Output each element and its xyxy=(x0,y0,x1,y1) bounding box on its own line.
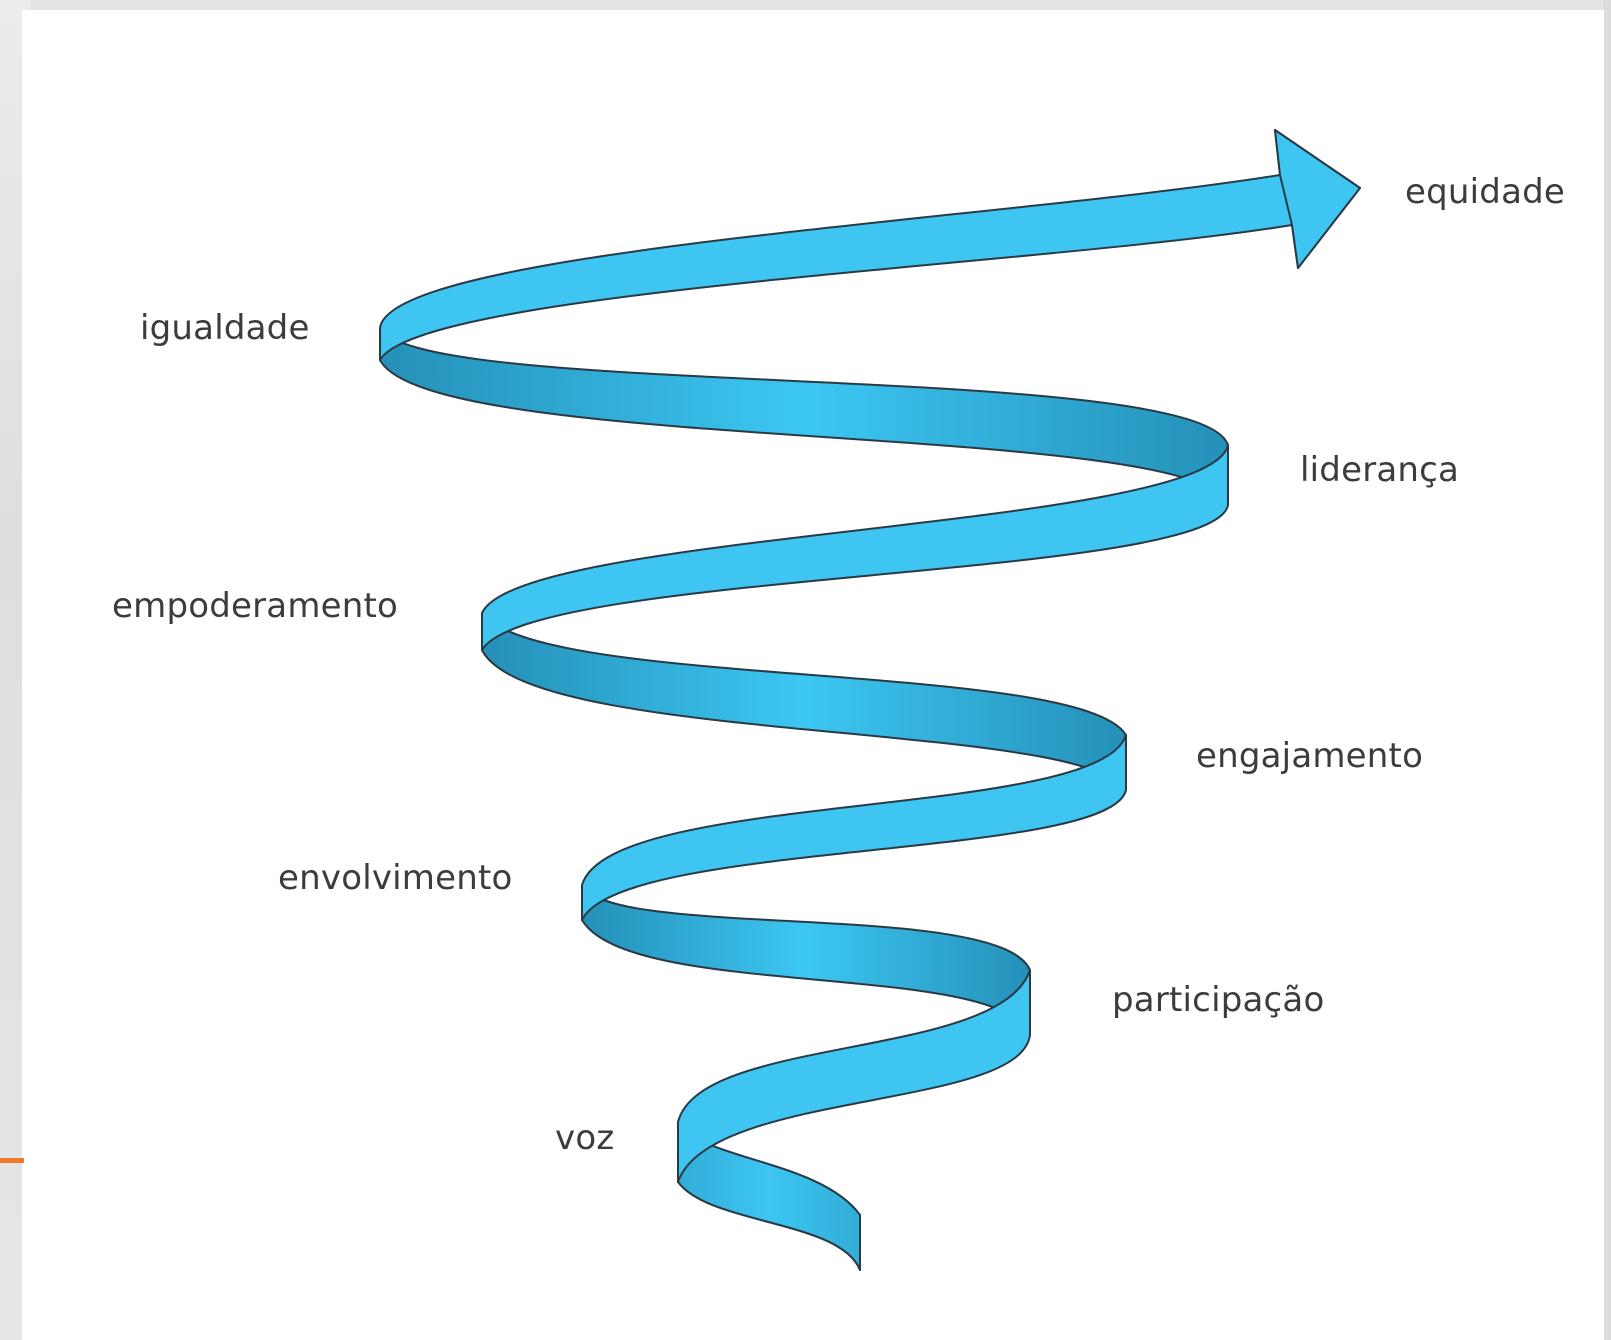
label-lideranca: liderança xyxy=(1300,450,1460,490)
orange-accent-line xyxy=(0,1158,24,1163)
ribbon-front-segment-4 xyxy=(481,444,1229,651)
ribbon-front-segment-top xyxy=(379,129,1361,361)
label-igualdade: igualdade xyxy=(140,308,310,348)
label-empoderamento: empoderamento xyxy=(112,586,399,626)
label-equidade: equidade xyxy=(1405,172,1566,212)
ribbon-back-segment-4 xyxy=(481,612,1127,791)
ribbon-front-segment-6 xyxy=(677,969,1031,1183)
ribbon-back-segment-5 xyxy=(581,884,1031,1036)
arrow-right-icon xyxy=(1274,129,1361,269)
background-right-band xyxy=(1603,0,1611,1340)
label-engajamento: engajamento xyxy=(1196,736,1424,776)
label-participacao: participação xyxy=(1112,980,1325,1020)
label-envolvimento: envolvimento xyxy=(278,858,513,898)
ribbon-back-segment-3 xyxy=(379,327,1229,506)
ribbon-front-segment-tail xyxy=(677,1121,861,1271)
background-top-band xyxy=(0,0,1611,12)
ribbon-front-segment-5 xyxy=(581,734,1127,921)
label-voz: voz xyxy=(555,1118,615,1158)
